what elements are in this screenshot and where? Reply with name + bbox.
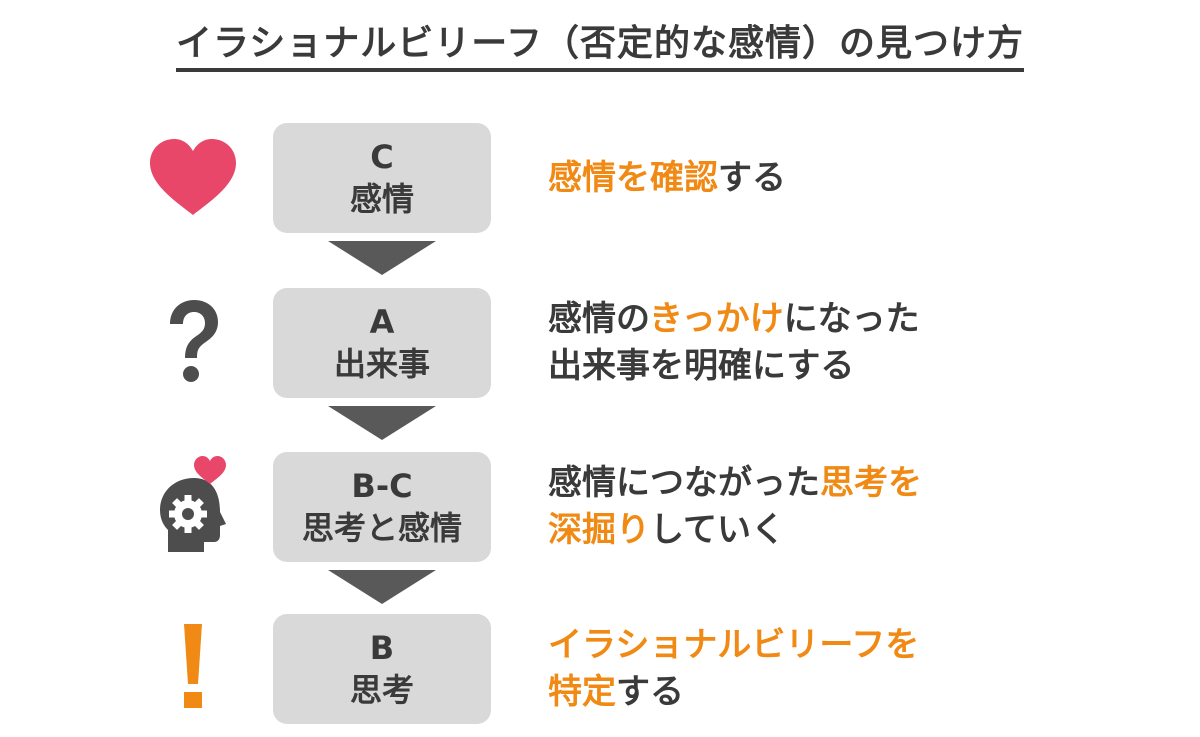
description-line: イラショナルビリーフを: [548, 622, 919, 669]
description-highlight: イラショナルビリーフを: [548, 625, 920, 665]
description-line: 深掘りしていく: [548, 507, 922, 554]
step-label: 出来事: [333, 345, 430, 383]
description-text: する: [718, 157, 786, 198]
step-letter: B-C: [351, 467, 413, 505]
step-label: 思考と感情: [301, 509, 462, 547]
exclamation-mark-icon: [138, 614, 248, 724]
step-description: 感情を確認する: [548, 123, 786, 233]
down-arrow: [328, 241, 436, 275]
step-description: イラショナルビリーフを 特定する: [548, 614, 919, 724]
page-title: イラショナルビリーフ（否定的な感情）の見つけ方: [0, 14, 1200, 72]
description-line: 出来事を明確にする: [548, 343, 920, 390]
step-letter: B: [369, 629, 395, 667]
step-box-c: C 感情: [273, 123, 491, 233]
step-label: 思考: [349, 671, 414, 709]
head-gear-heart-icon: [138, 452, 248, 562]
down-arrow: [328, 406, 436, 440]
step-label: 感情: [349, 180, 414, 218]
step-description: 感情のきっかけになった 出来事を明確にする: [548, 288, 920, 398]
description-highlight: 特定: [548, 672, 616, 712]
description-text: 感情の: [548, 299, 649, 339]
step-letter: C: [370, 138, 394, 176]
description-line: 感情のきっかけになった: [548, 296, 920, 343]
description-highlight: 深掘り: [548, 510, 650, 550]
description-text: していく: [650, 510, 785, 550]
description-text: 感情につながった: [548, 463, 820, 503]
step-box-a: A 出来事: [273, 288, 491, 398]
question-mark-icon: [138, 288, 248, 398]
description-text: する: [616, 672, 684, 712]
step-row-a: A 出来事 感情のきっかけになった 出来事を明確にする: [0, 288, 1200, 398]
step-row-c: C 感情 感情を確認する: [0, 123, 1200, 233]
step-box-b: B 思考: [273, 614, 491, 724]
description-text: 出来事を明確にする: [548, 346, 855, 386]
description-highlight: 感情を確認: [548, 157, 718, 198]
step-box-b-c: B-C 思考と感情: [273, 452, 491, 562]
description-line: 感情につながった思考を: [548, 460, 922, 507]
page-title-text: イラショナルビリーフ（否定的な感情）の見つけ方: [175, 14, 1025, 72]
description-highlight: 思考を: [820, 463, 922, 503]
description-line: 感情を確認する: [548, 155, 786, 202]
heart-icon: [138, 123, 248, 233]
step-row-b-c: B-C 思考と感情 感情につながった思考を 深掘りしていく: [0, 452, 1200, 562]
description-text: になった: [783, 299, 920, 339]
step-letter: A: [369, 303, 395, 341]
down-arrow: [328, 570, 436, 604]
description-highlight: きっかけ: [648, 299, 784, 339]
description-line: 特定する: [548, 669, 919, 716]
step-description: 感情につながった思考を 深掘りしていく: [548, 452, 922, 562]
step-row-b: B 思考 イラショナルビリーフを 特定する: [0, 614, 1200, 724]
